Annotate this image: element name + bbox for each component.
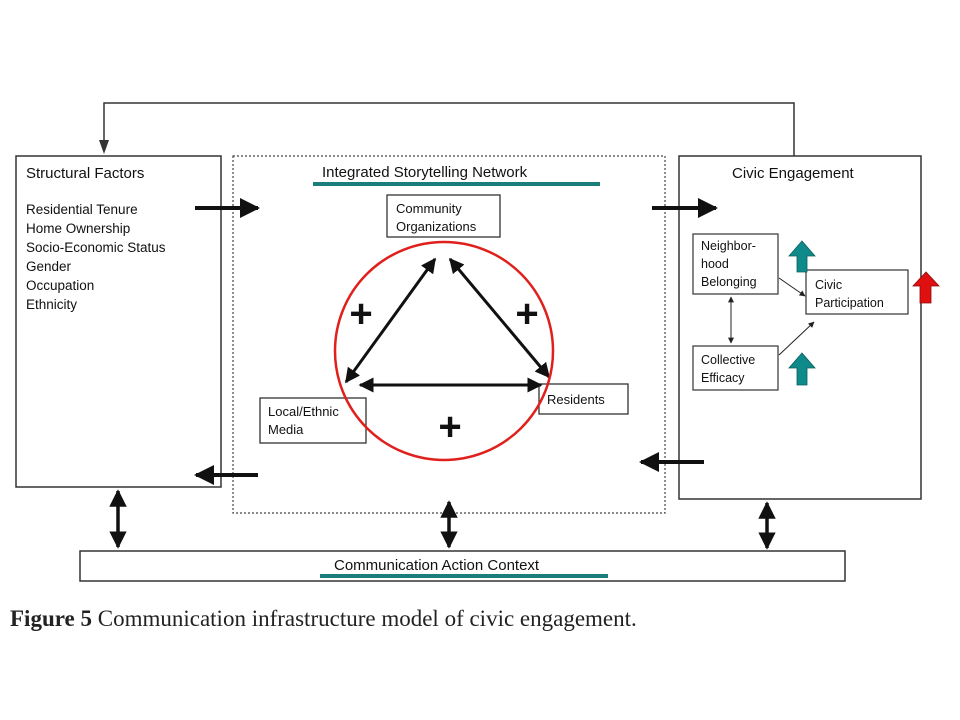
community-residents-arrow xyxy=(448,257,551,379)
structural-item: Residential Tenure xyxy=(26,202,138,217)
up-arrow-icon xyxy=(788,352,816,386)
feedback-loop-line xyxy=(103,102,795,156)
figure-caption: Figure 5 Communication infrastructure mo… xyxy=(10,606,637,632)
structural-factors-title: Structural Factors xyxy=(26,165,144,182)
figure-label: Figure 5 xyxy=(10,606,92,631)
participation-label-line: Civic xyxy=(815,278,842,292)
structural-item: Socio-Economic Status xyxy=(26,240,166,255)
context-title-underline xyxy=(320,574,608,578)
community-label-line: Organizations xyxy=(396,219,477,234)
feedback-loop-arrowhead xyxy=(99,140,109,154)
communication-context-title: Communication Action Context xyxy=(334,557,540,574)
efficacy-label-line: Collective xyxy=(701,353,755,367)
efficacy-label-line: Efficacy xyxy=(701,371,745,385)
up-arrow-icon xyxy=(912,271,940,304)
participation-label-line: Participation xyxy=(815,296,884,310)
media-label-line: Local/Ethnic xyxy=(268,404,339,419)
structural-item: Occupation xyxy=(26,278,94,293)
civic-engagement-box xyxy=(678,155,922,500)
plus-sign: + xyxy=(515,292,538,336)
communication-context-box xyxy=(79,550,846,582)
belonging-participation-arrow xyxy=(778,277,806,297)
neighborhood-belonging-box xyxy=(692,233,779,295)
collective-efficacy-box xyxy=(692,345,779,391)
storytelling-title-underline xyxy=(313,182,600,186)
media-label-line: Media xyxy=(268,422,304,437)
belonging-label-line: Belonging xyxy=(701,275,757,289)
belonging-label-line: hood xyxy=(701,257,729,271)
community-organizations-box xyxy=(386,194,501,238)
civic-engagement-title: Civic Engagement xyxy=(732,165,855,182)
figure-caption-text: Communication infrastructure model of ci… xyxy=(97,606,637,631)
structural-item: Home Ownership xyxy=(26,221,130,236)
storytelling-highlight-circle xyxy=(333,240,555,462)
structural-item: Ethnicity xyxy=(26,297,77,312)
structural-item: Gender xyxy=(26,259,72,274)
plus-sign: + xyxy=(349,292,372,336)
media-community-arrow xyxy=(344,257,437,384)
plus-sign: + xyxy=(438,405,461,449)
residents-label: Residents xyxy=(547,392,605,407)
structural-factors-box xyxy=(15,155,222,488)
community-label-line: Community xyxy=(396,201,462,216)
residents-box xyxy=(538,383,629,415)
up-arrow-icon xyxy=(788,240,816,273)
efficacy-participation-arrow xyxy=(778,321,815,356)
storytelling-network-title: Integrated Storytelling Network xyxy=(322,164,528,181)
belonging-label-line: Neighbor- xyxy=(701,239,756,253)
civic-participation-box xyxy=(805,269,909,315)
